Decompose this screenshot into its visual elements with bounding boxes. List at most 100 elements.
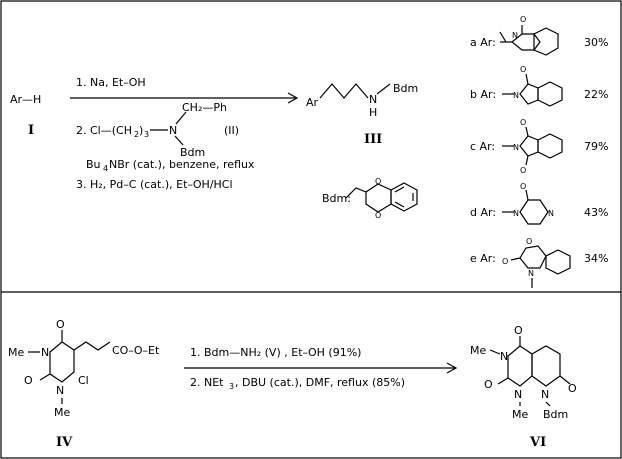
ar-option-d: d Ar: N O N 43%	[470, 182, 608, 225]
step1-condition: 1. Na, Et–OH	[76, 76, 146, 89]
label-compound-i: I	[28, 123, 34, 138]
compound-iv: Me N O O N Me Cl CO–O–Et IV	[8, 318, 160, 450]
iv-o-top: O	[56, 318, 65, 331]
ar-b-label: b Ar:	[470, 88, 496, 101]
bond-n-ch2	[175, 111, 187, 125]
ar-a-n: N	[512, 31, 518, 40]
vi-n3: N	[541, 388, 549, 401]
vi-o3: O	[568, 382, 577, 395]
product-bdm: Bdm	[393, 82, 418, 95]
ar-d-label: d Ar:	[470, 206, 496, 219]
ar-d-yield: 43%	[584, 206, 608, 219]
vi-n-bdm-bond	[545, 401, 551, 407]
vi-o2: O	[484, 378, 493, 391]
bdm-label: Bdm:	[322, 192, 351, 205]
scheme2-step2-a: 2. NEt	[190, 376, 224, 389]
label-compound-iv: IV	[56, 435, 73, 450]
iv-me-top: Me	[8, 346, 24, 359]
benzo-double-1	[394, 186, 405, 193]
ar-b-yield: 22%	[584, 88, 608, 101]
ar-e-yield: 34%	[584, 252, 608, 265]
dioxane-o1: O	[375, 177, 381, 186]
ar-e-co	[510, 257, 521, 261]
iv-co-left	[39, 373, 51, 381]
step3-condition: 3. H₂, Pd–C (cat.), Et–OH/HCl	[76, 178, 233, 191]
reactant-arh: Ar—H	[10, 93, 41, 106]
ar-d-ring	[519, 199, 549, 225]
ar-e-o: O	[502, 257, 508, 266]
iv-n1: N	[41, 346, 49, 359]
ar-a-yield: 30%	[584, 36, 608, 49]
product-iii: Ar N H Bdm III	[306, 82, 418, 147]
ar-option-b: b Ar: N O 22%	[470, 65, 608, 107]
vi-me-bond	[489, 349, 501, 355]
product-n: N	[369, 93, 377, 106]
reagent-ch2ph: CH₂—Ph	[182, 101, 227, 114]
ar-a-ring2	[533, 27, 559, 56]
ar-c-ring2	[537, 133, 563, 159]
step2-conditions: Bu 4 NBr (cat.), benzene, reflux	[86, 158, 255, 173]
reagent-bdm: Bdm	[180, 146, 205, 159]
ar-c-o2: O	[520, 166, 526, 175]
step2-sub2: 3	[144, 130, 149, 139]
ar-c-ring1	[519, 135, 539, 157]
step2-prefix: 2. Cl—(CH	[76, 124, 132, 137]
iv-n2: N	[56, 384, 64, 397]
vi-ring1	[507, 345, 533, 387]
ar-option-a: a Ar: N O 30%	[470, 15, 608, 56]
bond-n-bdm	[174, 135, 184, 146]
vi-co2	[497, 377, 509, 385]
vi-co3	[559, 375, 571, 385]
iv-ring	[49, 341, 75, 383]
ar-c-o1: O	[520, 118, 526, 127]
reagent-ii: 2. Cl—(CH 2 ) 3 N CH₂—Ph Bdm (II)	[76, 101, 239, 159]
ar-d-co	[525, 189, 529, 201]
ar-e-n: N	[528, 269, 534, 278]
scheme2-step2-b: , DBU (cat.), DMF, reflux (85%)	[235, 376, 405, 389]
arrow-head-2	[446, 362, 458, 374]
vi-bdm: Bdm	[543, 408, 568, 421]
iv-acrylate	[73, 341, 111, 351]
vi-ring2	[531, 345, 561, 387]
product-ar: Ar	[306, 96, 319, 109]
arrow-head-1	[287, 92, 299, 104]
vi-o1: O	[514, 324, 523, 337]
reagent-n: N	[169, 124, 177, 137]
ar-b-co	[525, 73, 529, 85]
ar-d-n1: N	[513, 209, 519, 218]
product-chain	[319, 83, 369, 99]
ar-e-label: e Ar:	[470, 252, 496, 265]
scheme2-step2-sub: 3	[229, 382, 234, 391]
step2-cond-rest: NBr (cat.), benzene, reflux	[109, 158, 255, 171]
iv-me-bottom: Me	[54, 406, 70, 419]
ar-option-e: e Ar: O O N 34%	[470, 237, 608, 288]
ar-b-ring2	[537, 81, 563, 107]
product-h: H	[369, 106, 377, 119]
benzo-double-3	[394, 201, 405, 208]
bdm-definition: Bdm: O O	[322, 177, 418, 220]
ar-b-n: N	[513, 91, 519, 100]
vi-n2: N	[514, 388, 522, 401]
ar-c-label: c Ar:	[470, 140, 495, 153]
step2-paren: )	[139, 124, 143, 137]
scheme2-step1: 1. Bdm—NH₂ (V) , Et–OH (91%)	[190, 346, 361, 359]
bdm-linker	[345, 187, 367, 199]
ar-option-c: c Ar: N O O 79%	[470, 118, 608, 175]
iv-o-left: O	[24, 374, 33, 387]
label-reagent-ii: (II)	[224, 124, 239, 137]
label-compound-vi: VI	[529, 435, 546, 450]
ar-a-label: a Ar:	[470, 36, 496, 49]
label-compound-iii: III	[364, 132, 382, 147]
scheme2-step2: 2. NEt 3 , DBU (cat.), DMF, reflux (85%)	[190, 376, 405, 391]
dioxane-o2: O	[375, 211, 381, 220]
ar-e-ring1	[519, 245, 547, 269]
ar-d-o: O	[520, 182, 526, 191]
iv-cl: Cl	[78, 374, 89, 387]
step2-cond-bu: Bu	[86, 158, 101, 171]
benzo-ring	[390, 182, 418, 212]
ar-d-n2: N	[548, 209, 554, 218]
iv-ester: CO–O–Et	[112, 344, 160, 357]
